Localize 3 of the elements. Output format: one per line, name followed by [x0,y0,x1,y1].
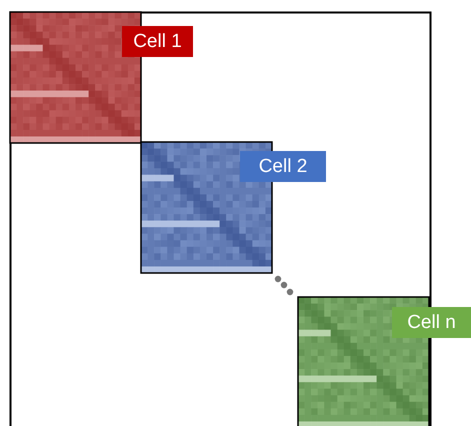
cell-label: Cell 1 [122,26,193,57]
cell-label: Cell 2 [240,151,326,182]
cell-label: Cell n [392,307,471,338]
